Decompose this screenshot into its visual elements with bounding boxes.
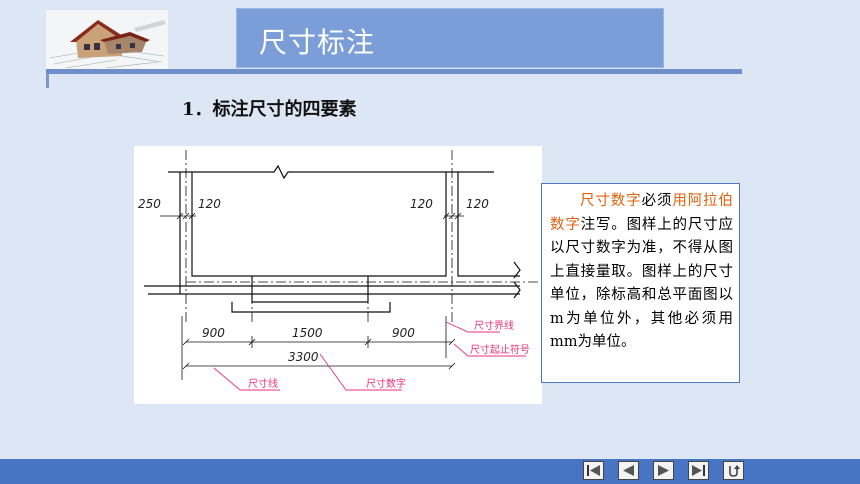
- note-highlight-1: 尺寸数字: [580, 193, 642, 209]
- header-rule: [46, 69, 742, 74]
- dim-250: 250: [138, 197, 161, 211]
- dim-120-c: 120: [466, 197, 489, 211]
- note-highlight-2: 用阿拉伯数字: [550, 193, 734, 233]
- label-dimension-number: 尺寸数字: [366, 377, 406, 390]
- dim-900-right: 900: [392, 326, 415, 340]
- footer-bar: [0, 459, 860, 484]
- return-arrow-icon: [729, 464, 740, 477]
- title-banner: 尺寸标注: [236, 8, 664, 68]
- triangle-right-icon: [658, 465, 669, 476]
- page-title: 尺寸标注: [259, 26, 376, 59]
- first-slide-button[interactable]: [583, 461, 604, 480]
- previous-slide-button[interactable]: [618, 461, 639, 480]
- dim-120-a: 120: [198, 197, 221, 211]
- label-start-stop-mark: 尺寸起止符号: [470, 343, 530, 356]
- skip-first-icon: [587, 465, 600, 476]
- dim-3300: 3300: [288, 350, 319, 364]
- label-dimension-line: 尺寸线: [248, 377, 278, 390]
- dim-120-b: 120: [410, 197, 433, 211]
- triangle-left-icon: [623, 465, 634, 476]
- explanation-note: 尺寸数字必须用阿拉伯数字注写。图样上的尺寸应以尺寸数字为准，不得从图上直接量取。…: [541, 183, 740, 383]
- dimension-diagram: 250 120 120 120 900 1500 900 3300 尺寸界线 尺…: [134, 146, 542, 404]
- section-heading: 1．标注尺寸的四要素: [182, 99, 357, 120]
- note-text-1: 必须: [641, 193, 673, 209]
- last-slide-button[interactable]: [688, 461, 709, 480]
- dim-1500: 1500: [292, 326, 323, 340]
- dim-900-left: 900: [202, 326, 225, 340]
- return-button[interactable]: [723, 461, 744, 480]
- skip-last-icon: [692, 465, 705, 476]
- note-text-2: 注写。图样上的尺寸应以尺寸数字为准，不得从图上直接量取。图样上的尺寸单位，除标高…: [550, 216, 734, 351]
- label-extension-line: 尺寸界线: [474, 319, 514, 332]
- house-logo: [46, 10, 168, 72]
- next-slide-button[interactable]: [653, 461, 674, 480]
